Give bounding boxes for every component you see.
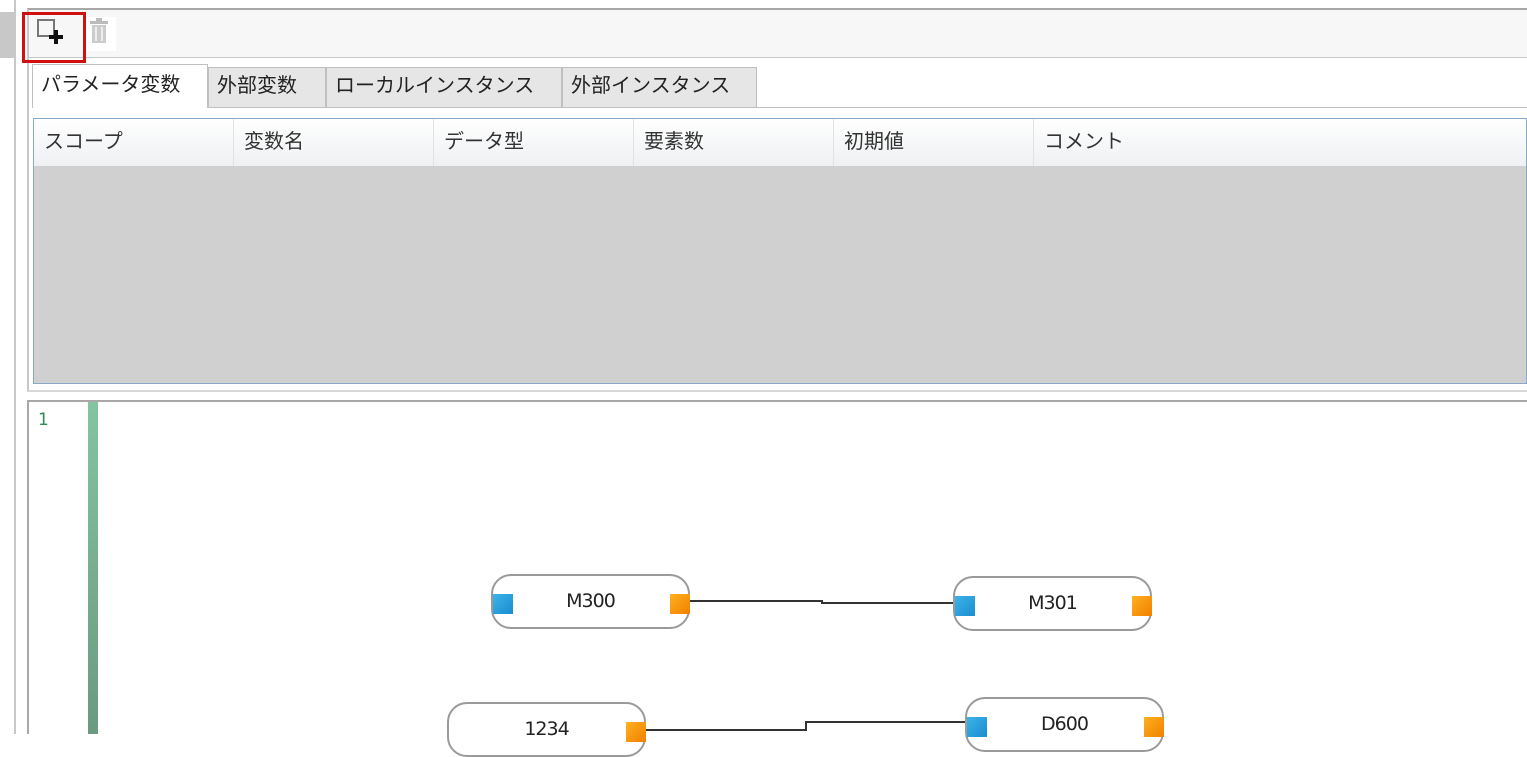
node-label: M300 (566, 590, 616, 612)
input-pin[interactable] (955, 596, 975, 616)
delete-variable-button[interactable] (82, 17, 116, 51)
column-header-initial[interactable]: 初期値 (834, 119, 1034, 166)
node-1234[interactable]: 1234 (447, 702, 646, 757)
toolbar (29, 10, 1527, 58)
node-m301[interactable]: M301 (953, 576, 1152, 631)
tab-external-instances[interactable]: 外部インスタンス (562, 67, 757, 107)
highlight-box (22, 12, 86, 63)
trash-icon (90, 18, 108, 43)
wires (646, 600, 965, 731)
tab-parameter-variables[interactable]: パラメータ変数 (32, 64, 208, 108)
power-rail (88, 402, 98, 734)
output-pin[interactable] (670, 594, 690, 614)
column-header-scope[interactable]: スコープ (34, 119, 234, 166)
left-sidebar-edge (0, 0, 16, 734)
node-label: M301 (1028, 592, 1078, 614)
add-row-icon (37, 19, 63, 44)
column-header-count[interactable]: 要素数 (634, 119, 834, 166)
tab-external-variables[interactable]: 外部変数 (208, 67, 326, 107)
column-header-comment[interactable]: コメント (1044, 129, 1124, 153)
input-pin[interactable] (967, 717, 987, 737)
wire-1234-d600 (646, 721, 965, 731)
table-header: スコープ 変数名 データ型 要素数 初期値 コメント (34, 119, 1526, 166)
node-label: D600 (1041, 713, 1089, 735)
node-label: 1234 (524, 718, 569, 740)
variables-table[interactable]: スコープ 変数名 データ型 要素数 初期値 コメント (33, 118, 1527, 384)
line-number: 1 (38, 410, 49, 430)
column-header-type[interactable]: データ型 (434, 119, 634, 166)
diagram-canvas[interactable] (27, 400, 1527, 734)
output-pin[interactable] (1144, 717, 1164, 737)
node-m300[interactable]: M300 (491, 574, 690, 629)
add-variable-button[interactable] (36, 17, 64, 47)
tab-divider (208, 107, 1527, 108)
wire-m300-m301 (690, 600, 954, 604)
input-pin[interactable] (493, 594, 513, 614)
column-header-name[interactable]: 変数名 (234, 119, 434, 166)
tab-local-instances[interactable]: ローカルインスタンス (326, 67, 562, 107)
node-d600[interactable]: D600 (965, 697, 1164, 752)
output-pin[interactable] (626, 722, 646, 742)
output-pin[interactable] (1132, 596, 1152, 616)
